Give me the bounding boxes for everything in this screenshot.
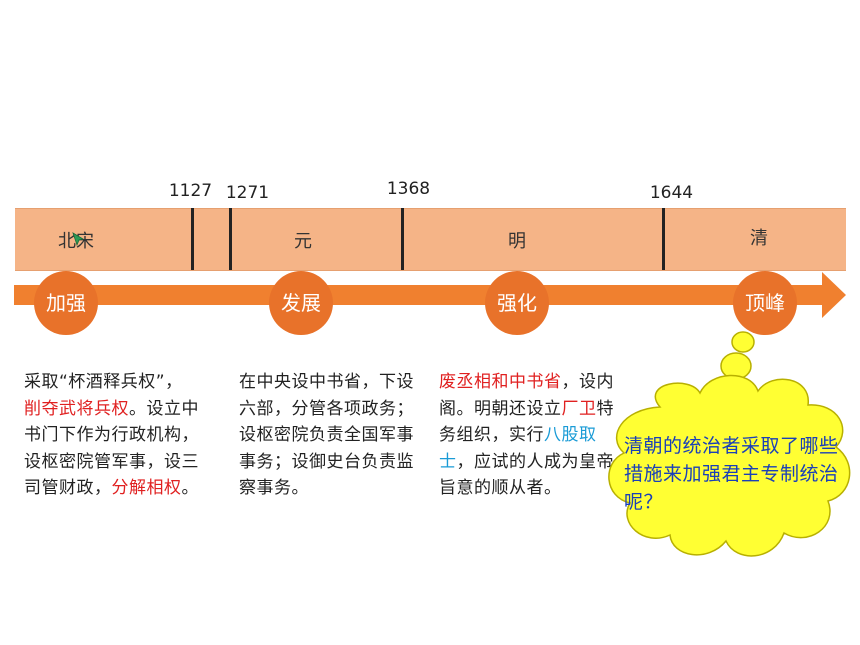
year-value: 1368	[386, 179, 431, 199]
song-description: 采取“杯酒释兵权”， 削夺武将兵权。设立中书门下作为行政机构，设枢密院管军事，设三…	[24, 369, 200, 502]
thought-cloud	[608, 331, 851, 557]
year-value: 1271	[225, 183, 270, 203]
yuan-description: 在中央设中书省，下设六部，分管各项政务；设枢密院负责全国军事事务；设御史台负责监…	[239, 372, 414, 498]
timeline-divider-1271	[229, 208, 232, 270]
stage-peak: 顶峰	[733, 271, 797, 335]
timeline-band	[15, 208, 846, 271]
ming-highlight-abolish: 废丞相和中书省	[439, 372, 562, 392]
song-text-3: 。	[181, 478, 199, 498]
year-value: 1644	[649, 183, 694, 203]
progress-arrow	[14, 272, 846, 318]
dynasty-yuan: 元	[294, 231, 312, 252]
ming-text-1: ，设内阁。明朝还设立	[439, 372, 614, 419]
dynasty-qing: 清	[750, 228, 768, 249]
ming-highlight-changwei: 厂卫	[561, 398, 597, 419]
stage-develop: 发展	[269, 271, 333, 335]
song-highlight-chancellor: 分解相权	[111, 478, 182, 498]
cursor-icon	[72, 232, 85, 247]
timeline-divider-1368	[401, 208, 404, 270]
song-highlight-military: 削夺武将兵权	[24, 398, 129, 419]
timeline-divider-1644	[662, 208, 665, 270]
stage-strengthen: 加强	[34, 271, 98, 335]
ming-text-3: ，应试的人成为皇帝旨意的顺从者。	[439, 451, 614, 499]
dynasty-ming: 明	[508, 231, 526, 252]
cloud-question: 清朝的统治者采取了哪些措施来加强君主专制统治呢？	[624, 435, 839, 513]
song-text-2: 。设立中书门下作为行政机构，设枢密院管军事，设三司管财政，	[24, 398, 199, 499]
song-text-1: 采取“杯酒释兵权”，	[24, 372, 183, 392]
ming-highlight-baguwen: 八股取士	[439, 425, 597, 472]
stage-intensify: 强化	[485, 271, 549, 335]
year-value: 1127	[168, 181, 213, 201]
ming-description: 废丞相和中书省，设内阁。明朝还设立厂卫特务组织，实行八股取士，应试的人成为皇帝旨…	[439, 369, 615, 502]
ming-text-2: 特务组织，实行	[439, 398, 614, 446]
timeline-divider-1127	[191, 208, 194, 270]
